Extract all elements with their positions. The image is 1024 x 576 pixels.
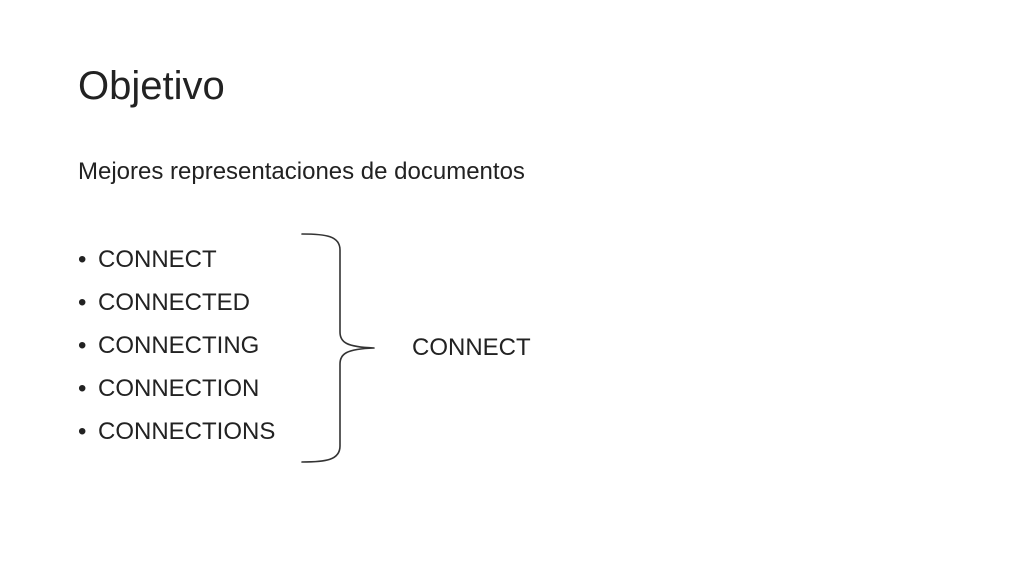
- curly-brace-icon: [301, 233, 375, 463]
- slide-title: Objetivo: [78, 64, 225, 108]
- stem-result: CONNECT: [412, 334, 531, 361]
- curly-brace-path: [301, 233, 375, 463]
- list-item: • CONNECTION: [78, 367, 275, 410]
- bullet-text: CONNECT: [98, 246, 217, 273]
- bullet-icon: •: [78, 289, 87, 316]
- bullet-text: CONNECTIONS: [98, 418, 276, 445]
- bullet-list: • CONNECT • CONNECTED • CONNECTING • CON…: [78, 238, 275, 453]
- bullet-text: CONNECTING: [98, 332, 260, 359]
- list-item: • CONNECT: [78, 238, 275, 281]
- list-item: • CONNECTING: [78, 324, 275, 367]
- list-item: • CONNECTED: [78, 281, 275, 324]
- bullet-text: CONNECTION: [98, 375, 260, 402]
- bullet-icon: •: [78, 418, 87, 445]
- bullet-text: CONNECTED: [98, 289, 251, 316]
- list-item: • CONNECTIONS: [78, 410, 275, 453]
- bullet-icon: •: [78, 332, 87, 359]
- bullet-icon: •: [78, 375, 87, 402]
- slide-subtitle: Mejores representaciones de documentos: [78, 158, 525, 185]
- bullet-icon: •: [78, 246, 87, 273]
